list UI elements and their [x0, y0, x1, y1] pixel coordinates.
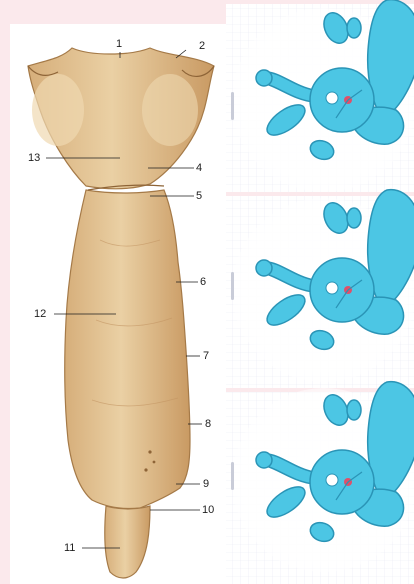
label-1: 1 — [116, 38, 122, 50]
panel-edge-mark — [231, 272, 234, 300]
label-6: 6 — [200, 276, 206, 288]
label-2: 2 — [199, 40, 205, 52]
label-5: 5 — [196, 190, 202, 202]
panel-edge-mark — [231, 92, 234, 120]
label-13: 13 — [28, 152, 40, 164]
label-12: 12 — [34, 308, 46, 320]
panel-edge-mark — [231, 462, 234, 490]
label-7: 7 — [203, 350, 209, 362]
label-10: 10 — [202, 504, 214, 516]
label-8: 8 — [205, 418, 211, 430]
label-9: 9 — [203, 478, 209, 490]
label-4: 4 — [196, 162, 202, 174]
sternum-body — [65, 190, 190, 509]
label-11: 11 — [64, 542, 75, 554]
